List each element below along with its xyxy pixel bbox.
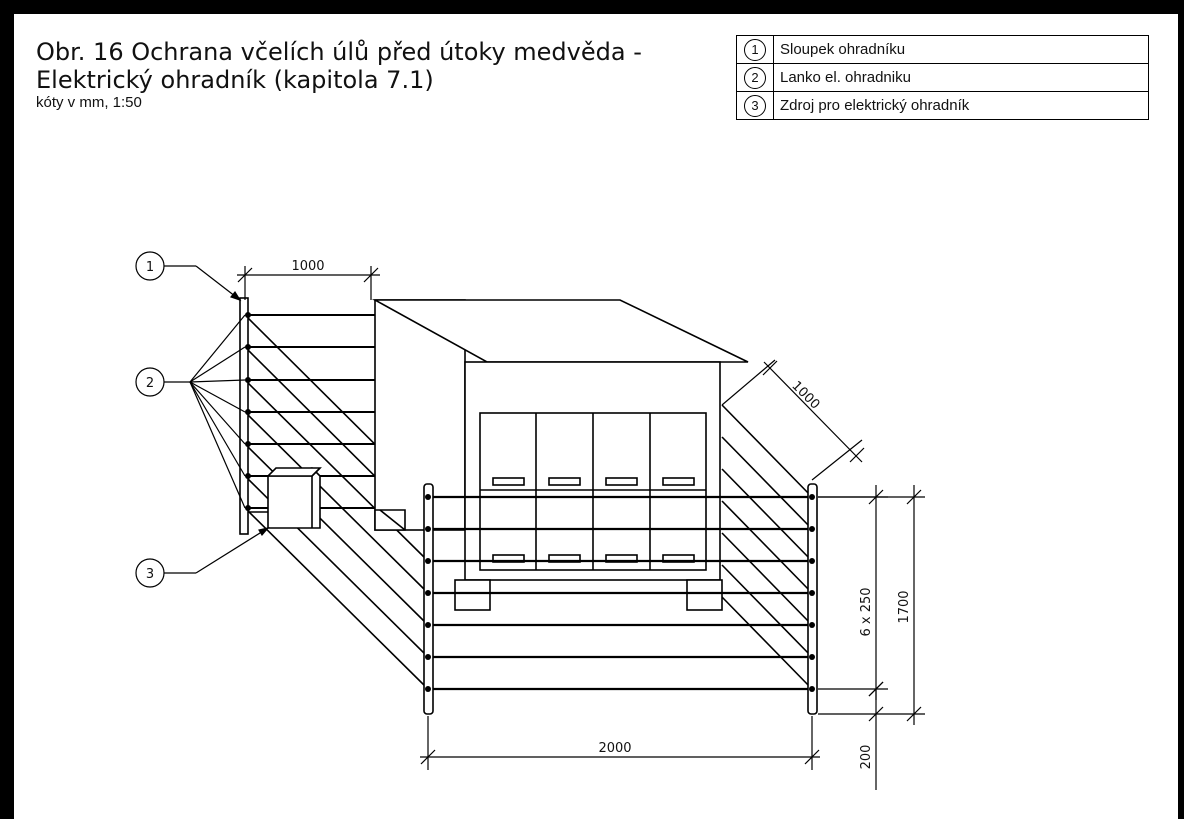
dim-top-width-label: 1000 [291,259,324,274]
right-fence-wires [721,404,813,690]
dim-height-label: 1700 [897,590,912,623]
legend-number: 2 [744,66,766,89]
title-block: Obr. 16 Ochrana včelích úlů před útoky m… [36,38,642,111]
legend-row: 3 Zdroj pro elektrický ohradník [736,91,1149,120]
figure-title-line-2: Elektrický ohradník (kapitola 7.1) [36,66,434,94]
legend-number: 1 [744,38,766,61]
dim-ground-offset-label: 200 [859,745,874,770]
dim-depth-label: 1000 [788,379,822,413]
back-fence-wires [245,314,375,509]
callout-2-label: 2 [146,376,154,391]
legend-table: 1 Sloupek ohradníku 2 Lanko el. ohradnik… [736,35,1149,120]
legend-text: Zdroj pro elektrický ohradník [773,91,1149,120]
front-fence-wires [428,495,812,691]
dim-front-width [420,716,820,770]
back-left-post [239,297,249,535]
callout-3 [135,527,270,588]
dim-wire-spacing [818,485,888,700]
callout-1 [135,251,242,302]
dim-ground-offset [868,681,884,790]
callout-2 [135,314,246,509]
scale-note: kóty v mm, 1:50 [36,94,142,111]
legend-number: 3 [744,94,766,117]
dim-front-width-label: 2000 [598,741,631,756]
callout-3-label: 3 [146,567,154,582]
energizer-box [248,467,322,529]
dim-depth [721,359,865,481]
insulators [245,312,815,692]
dim-wire-spacing-label: 6 x 250 [859,587,874,636]
dim-top-width [237,266,380,300]
legend-row: 1 Sloupek ohradníku [736,35,1149,64]
figure-title-line-1: Obr. 16 Ochrana včelích úlů před útoky m… [36,38,642,66]
callout-1-label: 1 [146,260,154,275]
hive [371,299,749,611]
dim-height [818,485,925,725]
